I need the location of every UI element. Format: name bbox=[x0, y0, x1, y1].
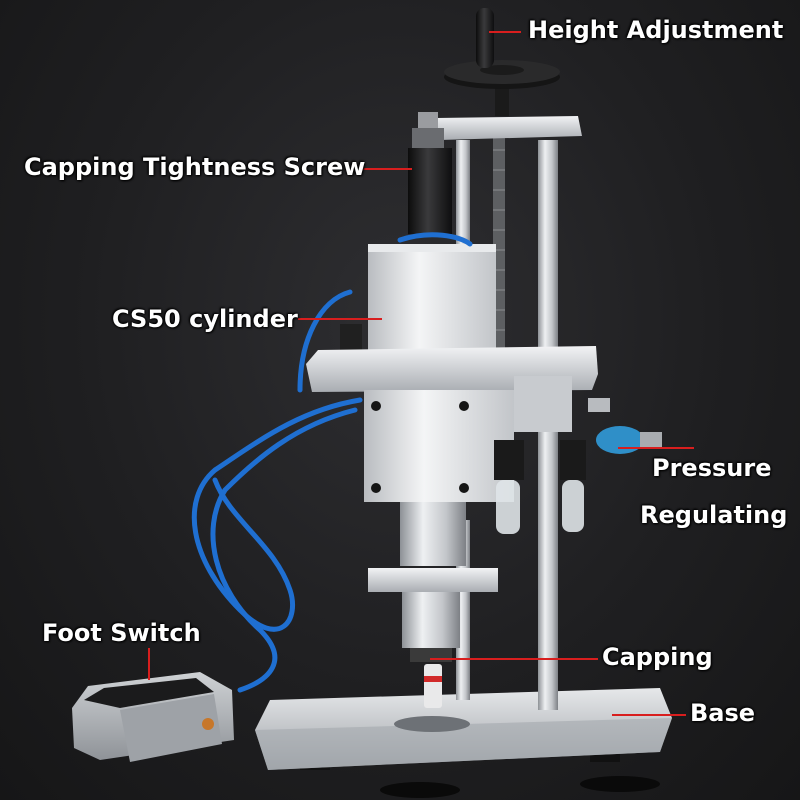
label-height-adjustment: Height Adjustment bbox=[528, 16, 784, 44]
base-plate bbox=[255, 688, 672, 798]
spindle-motor bbox=[368, 502, 498, 708]
label-capping: Capping bbox=[602, 643, 713, 671]
leader-pressure-regulating bbox=[618, 447, 694, 449]
lower-block bbox=[364, 376, 572, 502]
label-capping-tightness-screw: Capping Tightness Screw bbox=[24, 153, 366, 181]
label-regulating: Regulating bbox=[640, 501, 788, 529]
leader-foot-switch bbox=[148, 648, 150, 680]
top-plate bbox=[436, 116, 582, 140]
leader-height-adjustment bbox=[489, 31, 521, 33]
leader-capping-tightness-screw bbox=[362, 168, 412, 170]
label-foot-switch: Foot Switch bbox=[42, 619, 201, 647]
leader-capping bbox=[430, 658, 598, 660]
label-base: Base bbox=[690, 699, 756, 727]
label-pressure: Pressure bbox=[652, 454, 772, 482]
leader-base bbox=[612, 714, 686, 716]
label-cs50-cylinder: CS50 cylinder bbox=[112, 305, 298, 333]
foot-switch-pedal bbox=[72, 672, 234, 762]
cylinder-body bbox=[340, 244, 496, 360]
tightness-screw-assembly bbox=[408, 112, 452, 234]
handwheel bbox=[444, 8, 560, 116]
leader-cs50-cylinder bbox=[298, 318, 382, 320]
air-tubing bbox=[191, 232, 473, 693]
pressure-regulator bbox=[494, 398, 662, 534]
